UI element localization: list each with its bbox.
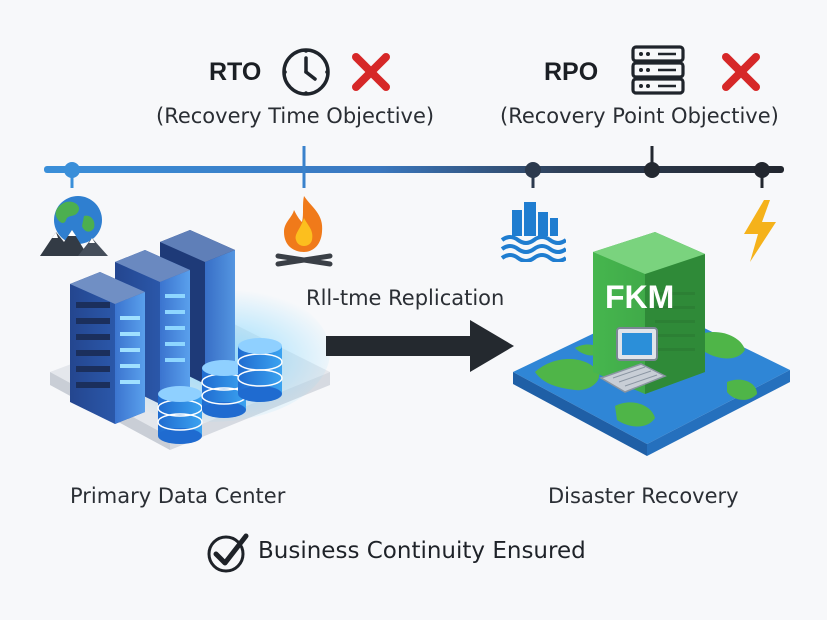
- disaster-recovery-caption: Disaster Recovery: [548, 484, 739, 508]
- rpo-x-mark-icon: [722, 53, 760, 91]
- database-stack-3: [237, 338, 283, 402]
- replication-label: Rll-tme Replication: [306, 286, 505, 310]
- timeline: [44, 146, 784, 188]
- database-stack-2: [201, 360, 247, 418]
- flood-icon: [500, 202, 566, 262]
- primary-data-center-illustration: [50, 230, 330, 450]
- terminal-icon: [599, 327, 667, 393]
- database-stack-1: [157, 386, 203, 444]
- rto-description: (Recovery Time Objective): [156, 104, 435, 128]
- timeline-marker-3: [754, 162, 770, 188]
- rto-x-mark-icon: [352, 53, 390, 91]
- business-continuity-text: Business Continuity Ensured: [258, 538, 586, 564]
- globe-mountains-icon: [40, 196, 108, 256]
- server-rack-1: [70, 272, 145, 424]
- fire-icon: [275, 196, 333, 267]
- timeline-bar: [44, 166, 784, 173]
- timeline-marker-rpo: [644, 146, 660, 178]
- disaster-recovery-illustration: FKM: [513, 232, 790, 456]
- rpo-description: (Recovery Point Objective): [500, 104, 779, 128]
- rpo-label: RPO: [544, 58, 599, 86]
- timeline-marker-1: [64, 162, 80, 188]
- timeline-marker-2: [525, 162, 541, 188]
- lightning-icon: [744, 200, 776, 262]
- primary-data-center-caption: Primary Data Center: [70, 484, 286, 508]
- rto-label: RTO: [209, 58, 262, 86]
- building-label: FKM: [605, 279, 674, 315]
- server-rack-icon: [631, 45, 685, 95]
- arrow-right-icon: [326, 320, 514, 372]
- clock-icon: [282, 48, 330, 96]
- check-circle-icon: [207, 533, 249, 573]
